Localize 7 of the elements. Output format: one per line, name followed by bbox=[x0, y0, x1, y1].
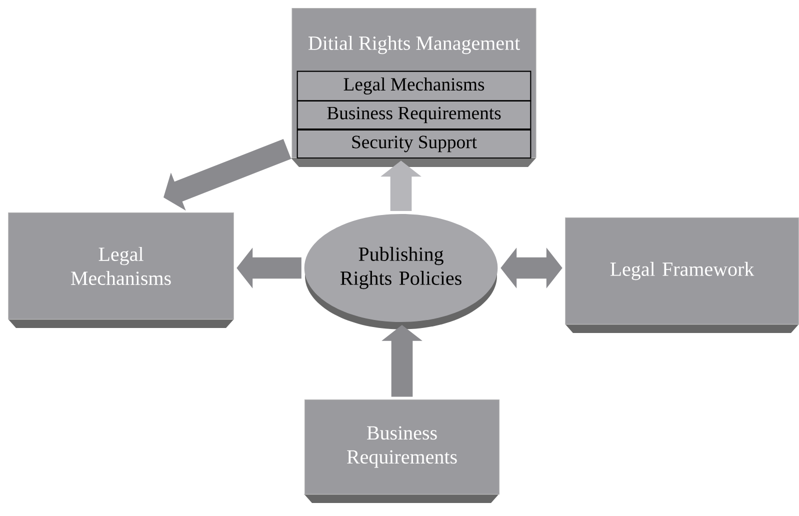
process-box: Business Requirements bbox=[304, 399, 500, 503]
table-row: Business Requirements bbox=[296, 100, 532, 130]
process-box: Legal Mechanisms bbox=[8, 212, 234, 328]
table-row: Security Support bbox=[296, 129, 532, 159]
table-row: Legal Mechanisms bbox=[296, 70, 532, 102]
process-box: Legal Framework bbox=[565, 217, 799, 333]
block-arrow bbox=[164, 138, 292, 211]
